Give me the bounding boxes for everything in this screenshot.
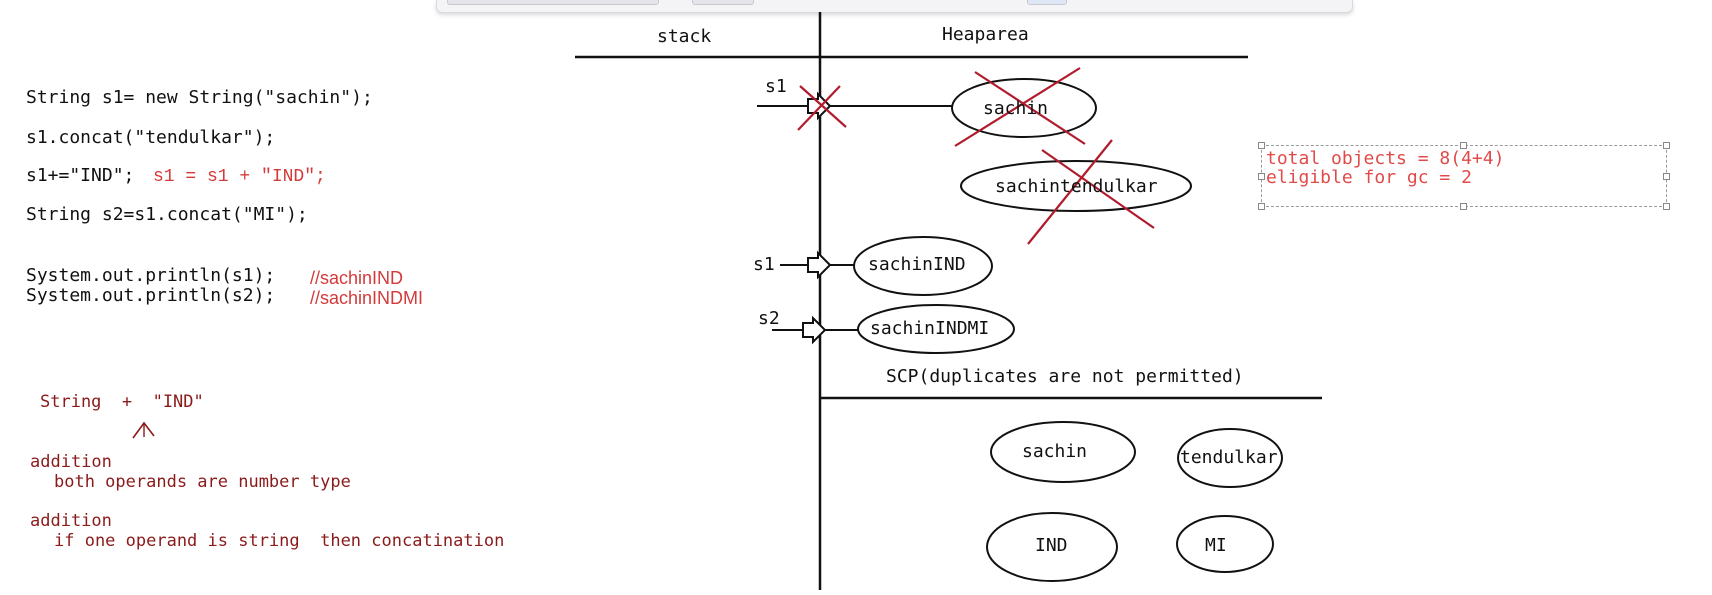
resize-handle[interactable] <box>1258 142 1265 149</box>
code-line-append-note: s1 = s1 + "IND"; <box>153 167 326 187</box>
cross-heap-sachintendulkar <box>1041 149 1155 229</box>
cross-ref-s1-a <box>799 85 847 128</box>
scp-object-label-MI: MI <box>1205 535 1227 556</box>
cross-heap-sachin <box>974 71 1086 145</box>
ref-label-s2: s2 <box>758 308 780 329</box>
scp-object-tendulkar <box>1177 428 1283 488</box>
operator-pointer-arrow <box>132 421 155 439</box>
addition-rule-string: if one operand is string then concatinat… <box>54 531 505 551</box>
code-line-concat: s1.concat("tendulkar"); <box>26 127 276 148</box>
scp-object-MI <box>1176 515 1274 573</box>
scp-object-sachin <box>990 421 1136 483</box>
scp-label: SCP(duplicates are not permitted) <box>886 366 1244 387</box>
heap-object-sachinINDMI <box>857 304 1015 354</box>
code-line-print-s2: System.out.println(s2); <box>26 285 276 306</box>
resize-handle[interactable] <box>1460 203 1467 210</box>
code-line-s2: String s2=s1.concat("MI"); <box>26 204 308 225</box>
resize-handle[interactable] <box>1460 142 1467 149</box>
code-comment-print-s1: //sachinIND <box>310 268 404 288</box>
ref-label-s1-b: s1 <box>753 254 775 275</box>
scp-object-IND <box>986 512 1118 582</box>
addition-heading-2: addition <box>30 511 112 531</box>
ref-arrow-s1-a <box>807 91 832 121</box>
summary-eligible-gc: eligible for gc = 2 <box>1266 167 1472 188</box>
resize-handle[interactable] <box>1663 203 1670 210</box>
code-line-append: s1+="IND"; <box>26 165 135 186</box>
window-toolbar-strip <box>436 0 1353 13</box>
summary-textbox[interactable]: total objects = 8(4+4) eligible for gc =… <box>1258 142 1670 210</box>
addition-rule-numbers: both operands are number type <box>54 472 351 492</box>
summary-total-objects: total objects = 8(4+4) <box>1266 148 1505 169</box>
code-line-new-string: String s1= new String("sachin"); <box>26 87 373 108</box>
heap-object-label-sachinIND: sachinIND <box>868 254 966 275</box>
scp-object-label-tendulkar: tendulkar <box>1180 447 1278 468</box>
ref-arrow-s2 <box>802 315 827 345</box>
code-comment-print-s2: //sachinINDMI <box>310 288 424 308</box>
resize-handle[interactable] <box>1258 203 1265 210</box>
resize-handle[interactable] <box>1258 173 1265 180</box>
heap-object-sachinIND <box>853 236 993 296</box>
heap-object-label-sachintendulkar: sachintendulkar <box>995 176 1158 197</box>
heap-label: Heaparea <box>942 24 1029 45</box>
resize-handle[interactable] <box>1663 142 1670 149</box>
ref-label-s1-a: s1 <box>765 76 787 97</box>
resize-handle[interactable] <box>1663 173 1670 180</box>
code-line-print-s1: System.out.println(s1); <box>26 265 276 286</box>
heap-object-label-sachin: sachin <box>983 98 1049 119</box>
scp-object-label-IND: IND <box>1035 535 1068 556</box>
heap-object-label-sachinINDMI: sachinINDMI <box>870 318 990 339</box>
heap-object-sachin <box>951 78 1097 138</box>
ref-arrow-s1-b <box>807 250 832 280</box>
addition-heading-1: addition <box>30 452 112 472</box>
toolbar-button-active[interactable] <box>1027 0 1067 5</box>
operator-expression: String + "IND" <box>40 392 204 412</box>
stack-label: stack <box>657 26 712 47</box>
scp-object-label-sachin: sachin <box>1022 441 1088 462</box>
toolbar-field[interactable] <box>447 0 659 5</box>
toolbar-button[interactable] <box>692 0 754 5</box>
